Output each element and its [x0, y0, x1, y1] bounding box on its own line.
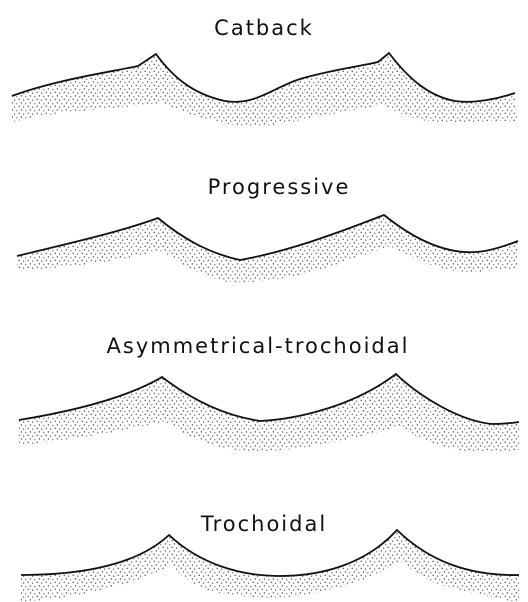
profile-progressive: Progressive [17, 175, 518, 282]
trochoidal-sediment-fill [21, 530, 519, 602]
profile-title-trochoidal: Trochoidal [200, 512, 327, 536]
profile-title-catback: Catback [214, 16, 314, 40]
profile-title-progressive: Progressive [208, 175, 351, 199]
catback-sediment-fill [12, 53, 517, 126]
profile-asymmetrical-trochoidal: Asymmetrical-trochoidal [19, 334, 519, 452]
profile-title-asymmetrical-trochoidal: Asymmetrical-trochoidal [107, 334, 410, 358]
profile-trochoidal: Trochoidal [21, 512, 519, 602]
profile-catback: Catback [12, 16, 517, 126]
asymmetrical-trochoidal-sediment-fill [19, 374, 519, 452]
